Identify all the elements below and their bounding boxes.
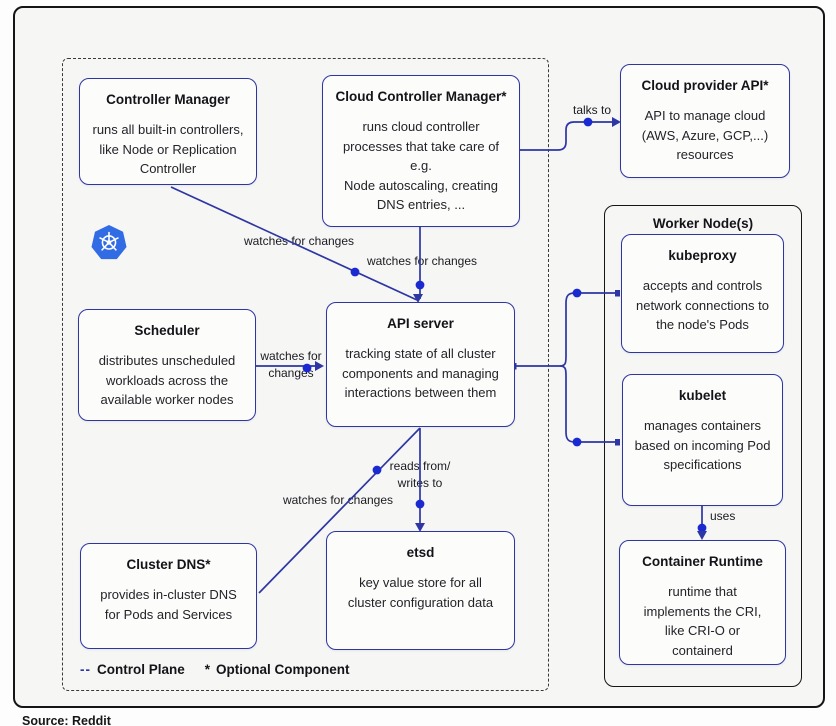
node-scheduler: Scheduler distributes unscheduled worklo… bbox=[78, 309, 256, 421]
node-body: manages containers based on incoming Pod… bbox=[634, 418, 771, 472]
node-cloud-controller-manager: Cloud Controller Manager* runs cloud con… bbox=[322, 75, 520, 227]
node-title: etsd bbox=[406, 545, 435, 560]
node-title: Cloud Controller Manager* bbox=[335, 89, 507, 104]
node-api-server: API server tracking state of all cluster… bbox=[326, 302, 515, 427]
edge-label-talks-to: talks to bbox=[572, 103, 611, 117]
node-title: kubeproxy bbox=[668, 248, 737, 263]
node-body: tracking state of all cluster components… bbox=[342, 346, 499, 400]
legend: -- Control Plane * Optional Component bbox=[80, 662, 350, 677]
node-body: key value store for all cluster configur… bbox=[347, 575, 494, 610]
node-kubeproxy: kubeproxy accepts and controls network c… bbox=[621, 234, 784, 353]
legend-asterisk-symbol: * bbox=[204, 662, 211, 677]
node-cluster-dns: Cluster DNS* provides in-cluster DNS for… bbox=[80, 543, 257, 649]
source-note: Source: Reddit bbox=[22, 714, 111, 726]
edge-label-watches-dns: watches for changes bbox=[282, 493, 394, 507]
edge-label-watches-scheduler: watches for changes bbox=[260, 349, 322, 380]
node-title: kubelet bbox=[678, 388, 727, 403]
node-etsd: etsd key value store for all cluster con… bbox=[326, 531, 515, 650]
legend-dash-symbol: -- bbox=[80, 662, 91, 677]
node-title: Container Runtime bbox=[642, 554, 763, 569]
node-body: runtime that implements the CRI, like CR… bbox=[643, 584, 762, 658]
edge-label-watches-cm: watches for changes bbox=[243, 234, 355, 248]
node-body: runs cloud controller processes that tak… bbox=[342, 119, 500, 212]
node-title: API server bbox=[387, 316, 454, 331]
node-body: API to manage cloud (AWS, Azure, GCP,...… bbox=[641, 108, 769, 162]
legend-control-plane-label: Control Plane bbox=[97, 662, 185, 677]
node-body: distributes unscheduled workloads across… bbox=[98, 353, 236, 407]
node-body: provides in-cluster DNS for Pods and Ser… bbox=[100, 587, 237, 622]
node-kubelet: kubelet manages containers based on inco… bbox=[622, 374, 783, 506]
kubernetes-logo-icon bbox=[91, 225, 127, 260]
control-plane-boundary bbox=[62, 58, 549, 691]
legend-optional-label: Optional Component bbox=[216, 662, 350, 677]
node-title: Controller Manager bbox=[106, 92, 230, 107]
edge-label-reads-writes: reads from/ writes to bbox=[389, 459, 451, 490]
edge-label-watches-ccm: watches for changes bbox=[366, 254, 478, 268]
worker-node-title: Worker Node(s) bbox=[652, 216, 754, 231]
node-container-runtime: Container Runtime runtime that implement… bbox=[619, 540, 786, 665]
node-title: Cluster DNS* bbox=[126, 557, 211, 572]
worker-node-container: Worker Node(s) bbox=[604, 205, 802, 687]
node-body: accepts and controls network connections… bbox=[636, 278, 769, 332]
node-body: runs all built-in controllers, like Node… bbox=[92, 122, 244, 176]
node-cloud-provider-api: Cloud provider API* API to manage cloud … bbox=[620, 64, 790, 178]
edge-label-uses: uses bbox=[710, 509, 736, 523]
node-controller-manager: Controller Manager runs all built-in con… bbox=[79, 78, 257, 185]
node-title: Scheduler bbox=[134, 323, 200, 338]
node-title: Cloud provider API* bbox=[641, 78, 769, 93]
